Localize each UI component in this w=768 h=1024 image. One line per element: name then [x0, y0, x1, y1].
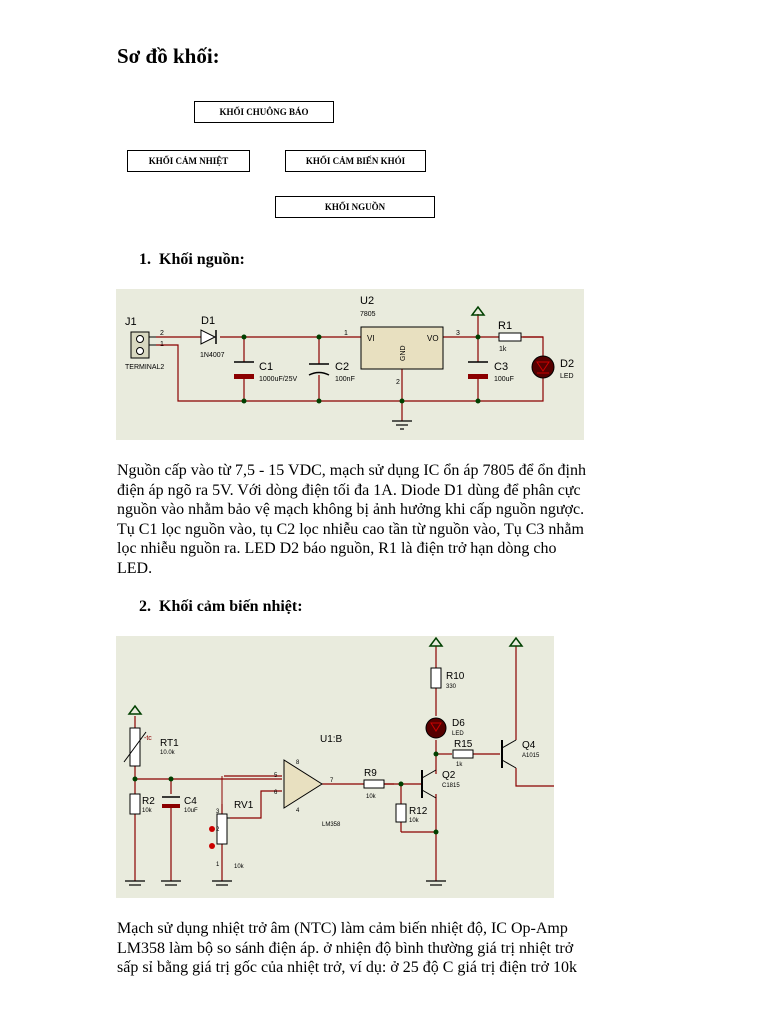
block-alarm: KHỐI CHUÔNG BÁO — [194, 101, 334, 123]
label-d6: D6 — [452, 718, 465, 729]
label-q2-part: C1815 — [442, 783, 460, 789]
label-u1b-pin7: 7 — [330, 778, 334, 784]
label-rv1: RV1 — [234, 800, 254, 811]
led-d2 — [531, 355, 555, 379]
label-c3-val: 100uF — [494, 376, 514, 383]
label-rv1-pin2: 2 — [216, 827, 220, 833]
potentiometer-rv1 — [209, 813, 230, 849]
label-u1b-pin6: 6 — [274, 790, 278, 796]
label-j1-pin1: 1 — [160, 341, 164, 348]
label-r12: R12 — [409, 806, 428, 817]
label-r10: R10 — [446, 671, 465, 682]
label-c2: C2 — [335, 361, 349, 373]
section1-number: 1. — [139, 251, 151, 268]
ground-symbol — [392, 420, 412, 430]
resistor-r2 — [129, 793, 141, 815]
label-tc: -tc — [144, 735, 152, 742]
block-smoke-sensor: KHỐI CẢM BIẾN KHÓI — [285, 150, 426, 172]
label-r2-val: 10k — [142, 808, 153, 814]
label-q4-part: A1015 — [522, 753, 540, 759]
diode-d1 — [200, 329, 217, 345]
capacitor-c3 — [468, 361, 488, 379]
section1-heading: 1. Khối nguồn: — [139, 251, 245, 269]
label-rv1-val: 10k — [234, 864, 245, 870]
section2-heading: 2. Khối cảm biến nhiệt: — [139, 598, 303, 616]
resistor-r1 — [498, 332, 522, 342]
label-c3: C3 — [494, 361, 508, 373]
label-rt1-val: 10.0k — [160, 750, 176, 756]
label-d2: D2 — [560, 358, 574, 370]
label-r2: R2 — [142, 796, 155, 807]
section2-number: 2. — [139, 598, 151, 615]
label-u1b-pin8: 8 — [296, 760, 300, 766]
label-c2-val: 100nF — [335, 376, 355, 383]
page-title: Sơ đồ khối: — [117, 44, 220, 68]
label-vo: VO — [427, 334, 439, 343]
label-u2-pin-out: 3 — [456, 330, 460, 337]
label-r1-val: 1k — [499, 346, 507, 353]
label-d1-part: 1N4007 — [200, 352, 225, 359]
block-temp-sensor: KHỐI CẢM NHIỆT — [127, 150, 250, 172]
transistor-q2 — [421, 769, 437, 799]
label-c1-val: 1000uF/25V — [259, 376, 297, 383]
label-r12-val: 10k — [409, 818, 420, 824]
resistor-r12 — [395, 803, 407, 823]
power-rail-symbol-q4 — [508, 636, 524, 647]
capacitor-c4 — [162, 796, 180, 808]
label-u2-pin-in: 1 — [344, 330, 348, 337]
label-r15-val: 1k — [456, 762, 463, 768]
capacitor-c1 — [234, 361, 254, 379]
label-rv1-pin1: 1 — [216, 862, 220, 868]
resistor-r10 — [430, 667, 442, 689]
resistor-r9 — [363, 779, 385, 789]
label-r1: R1 — [498, 320, 512, 332]
label-j1: J1 — [125, 316, 137, 328]
label-gnd: GND — [400, 345, 407, 361]
label-r15: R15 — [454, 739, 473, 750]
label-j1-pin2: 2 — [160, 330, 164, 337]
regulator-u2 — [360, 326, 444, 370]
label-q4: Q4 — [522, 740, 536, 751]
power-rail-symbol-rt1 — [127, 704, 143, 715]
label-u2-pin-gnd: 2 — [396, 379, 400, 386]
label-u2-part: 7805 — [360, 311, 376, 318]
section2-title: Khối cảm biến nhiệt: — [159, 598, 303, 615]
block-power: KHỐI NGUỒN — [275, 196, 435, 218]
label-c1: C1 — [259, 361, 273, 373]
thermistor-rt1 — [123, 727, 147, 767]
label-u1b-pin4: 4 — [296, 808, 300, 814]
label-r9-val: 10k — [366, 794, 377, 800]
label-u2: U2 — [360, 295, 374, 307]
label-d2-part: LED — [560, 373, 574, 380]
ground-symbols — [125, 880, 446, 886]
label-d6-part: LED — [452, 731, 464, 737]
label-rv1-pin3: 3 — [216, 809, 220, 815]
label-vi: VI — [367, 334, 375, 343]
section2-paragraph: Mạch sử dụng nhiệt trở âm (NTC) làm cảm … — [117, 920, 577, 976]
power-circuit-diagram: J1 TERMINAL2 2 1 D1 1N4007 C1 1000uF/25V… — [116, 289, 584, 440]
transistor-q4 — [501, 739, 517, 769]
label-r10-val: 330 — [446, 684, 457, 690]
label-u1b: U1:B — [320, 734, 343, 745]
label-r9: R9 — [364, 768, 377, 779]
capacitor-c2 — [308, 363, 330, 376]
label-d1: D1 — [201, 315, 215, 327]
label-rt1: RT1 — [160, 738, 179, 749]
label-c4: C4 — [184, 796, 197, 807]
label-lm358: LM358 — [322, 822, 341, 828]
label-c4-val: 10uF — [184, 808, 198, 814]
temp-sensor-circuit-diagram: -tc RT1 10.0k R2 10k C4 10uF RV1 10k 3 2… — [116, 636, 554, 898]
resistor-r15 — [452, 749, 474, 759]
power-rail-symbol — [470, 305, 486, 316]
label-q2: Q2 — [442, 770, 456, 781]
label-u1b-pin5: 5 — [274, 773, 278, 779]
opamp-u1b — [283, 759, 323, 809]
led-d6 — [425, 717, 447, 739]
power-rail-symbol-r10 — [428, 636, 444, 647]
label-terminal: TERMINAL2 — [125, 364, 164, 371]
section1-title: Khối nguồn: — [159, 251, 245, 268]
section1-paragraph: Nguồn cấp vào từ 7,5 - 15 VDC, mạch sử d… — [117, 462, 586, 577]
